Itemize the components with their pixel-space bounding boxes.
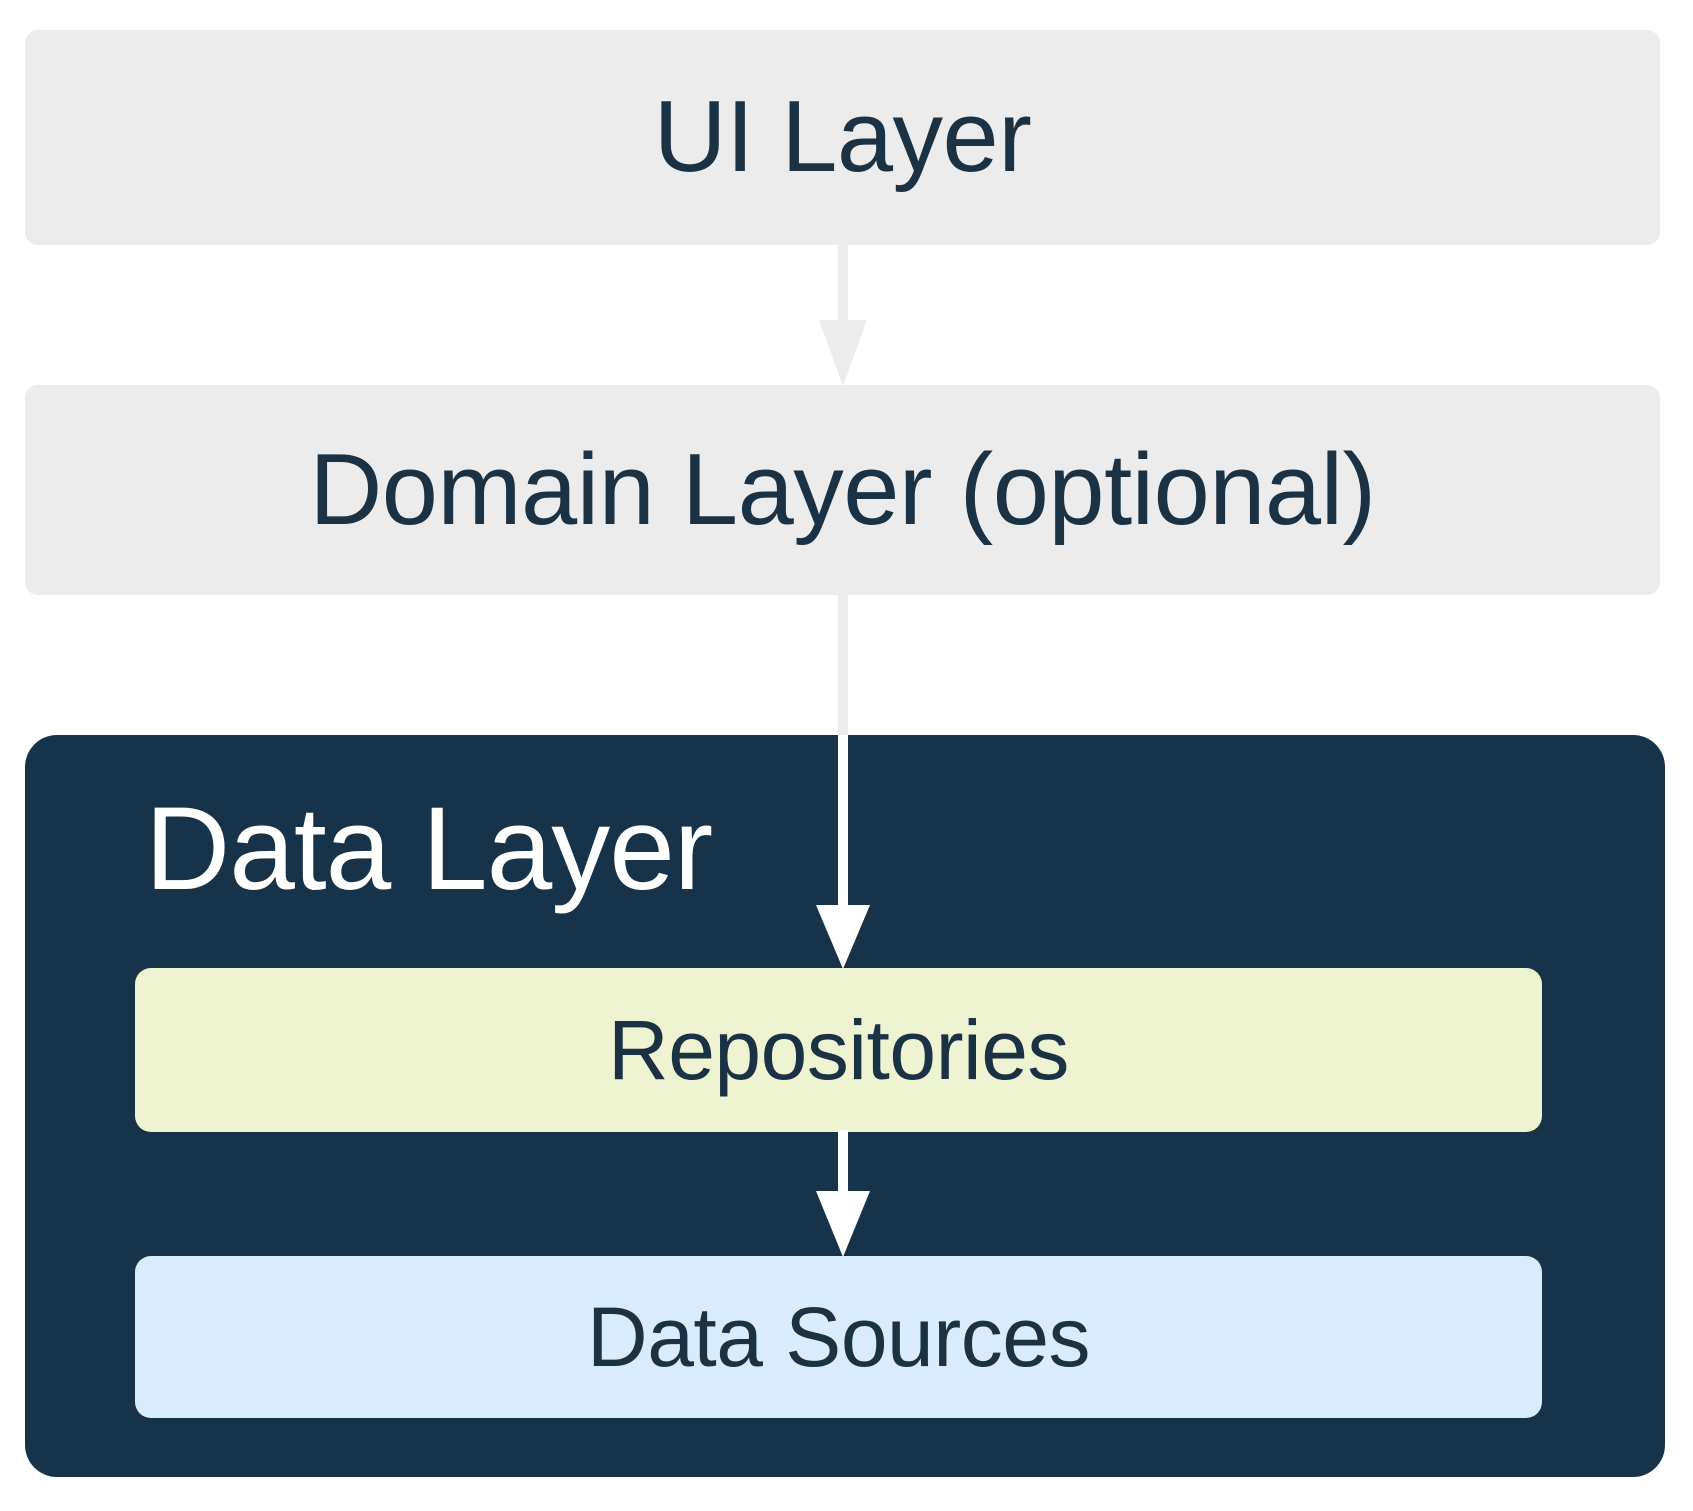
ui-layer-label: UI Layer <box>653 81 1032 193</box>
data-layer-label: Data Layer <box>145 783 713 915</box>
arrow-shaft <box>838 1130 848 1194</box>
arrow-shaft <box>838 735 848 907</box>
ui-layer-box: UI Layer <box>25 30 1660 245</box>
domain-layer-label: Domain Layer (optional) <box>309 433 1376 546</box>
data-sources-label: Data Sources <box>587 1290 1090 1384</box>
data-sources-box: Data Sources <box>135 1256 1542 1418</box>
arrow-shaft-domain-gap <box>838 593 848 738</box>
arrow-head <box>816 905 870 969</box>
arrow-head <box>816 1191 870 1257</box>
domain-layer-box: Domain Layer (optional) <box>25 385 1660 595</box>
arrow-shaft <box>838 243 848 323</box>
arrow-head <box>819 320 867 386</box>
repositories-box: Repositories <box>135 968 1542 1132</box>
repositories-label: Repositories <box>608 1003 1069 1097</box>
